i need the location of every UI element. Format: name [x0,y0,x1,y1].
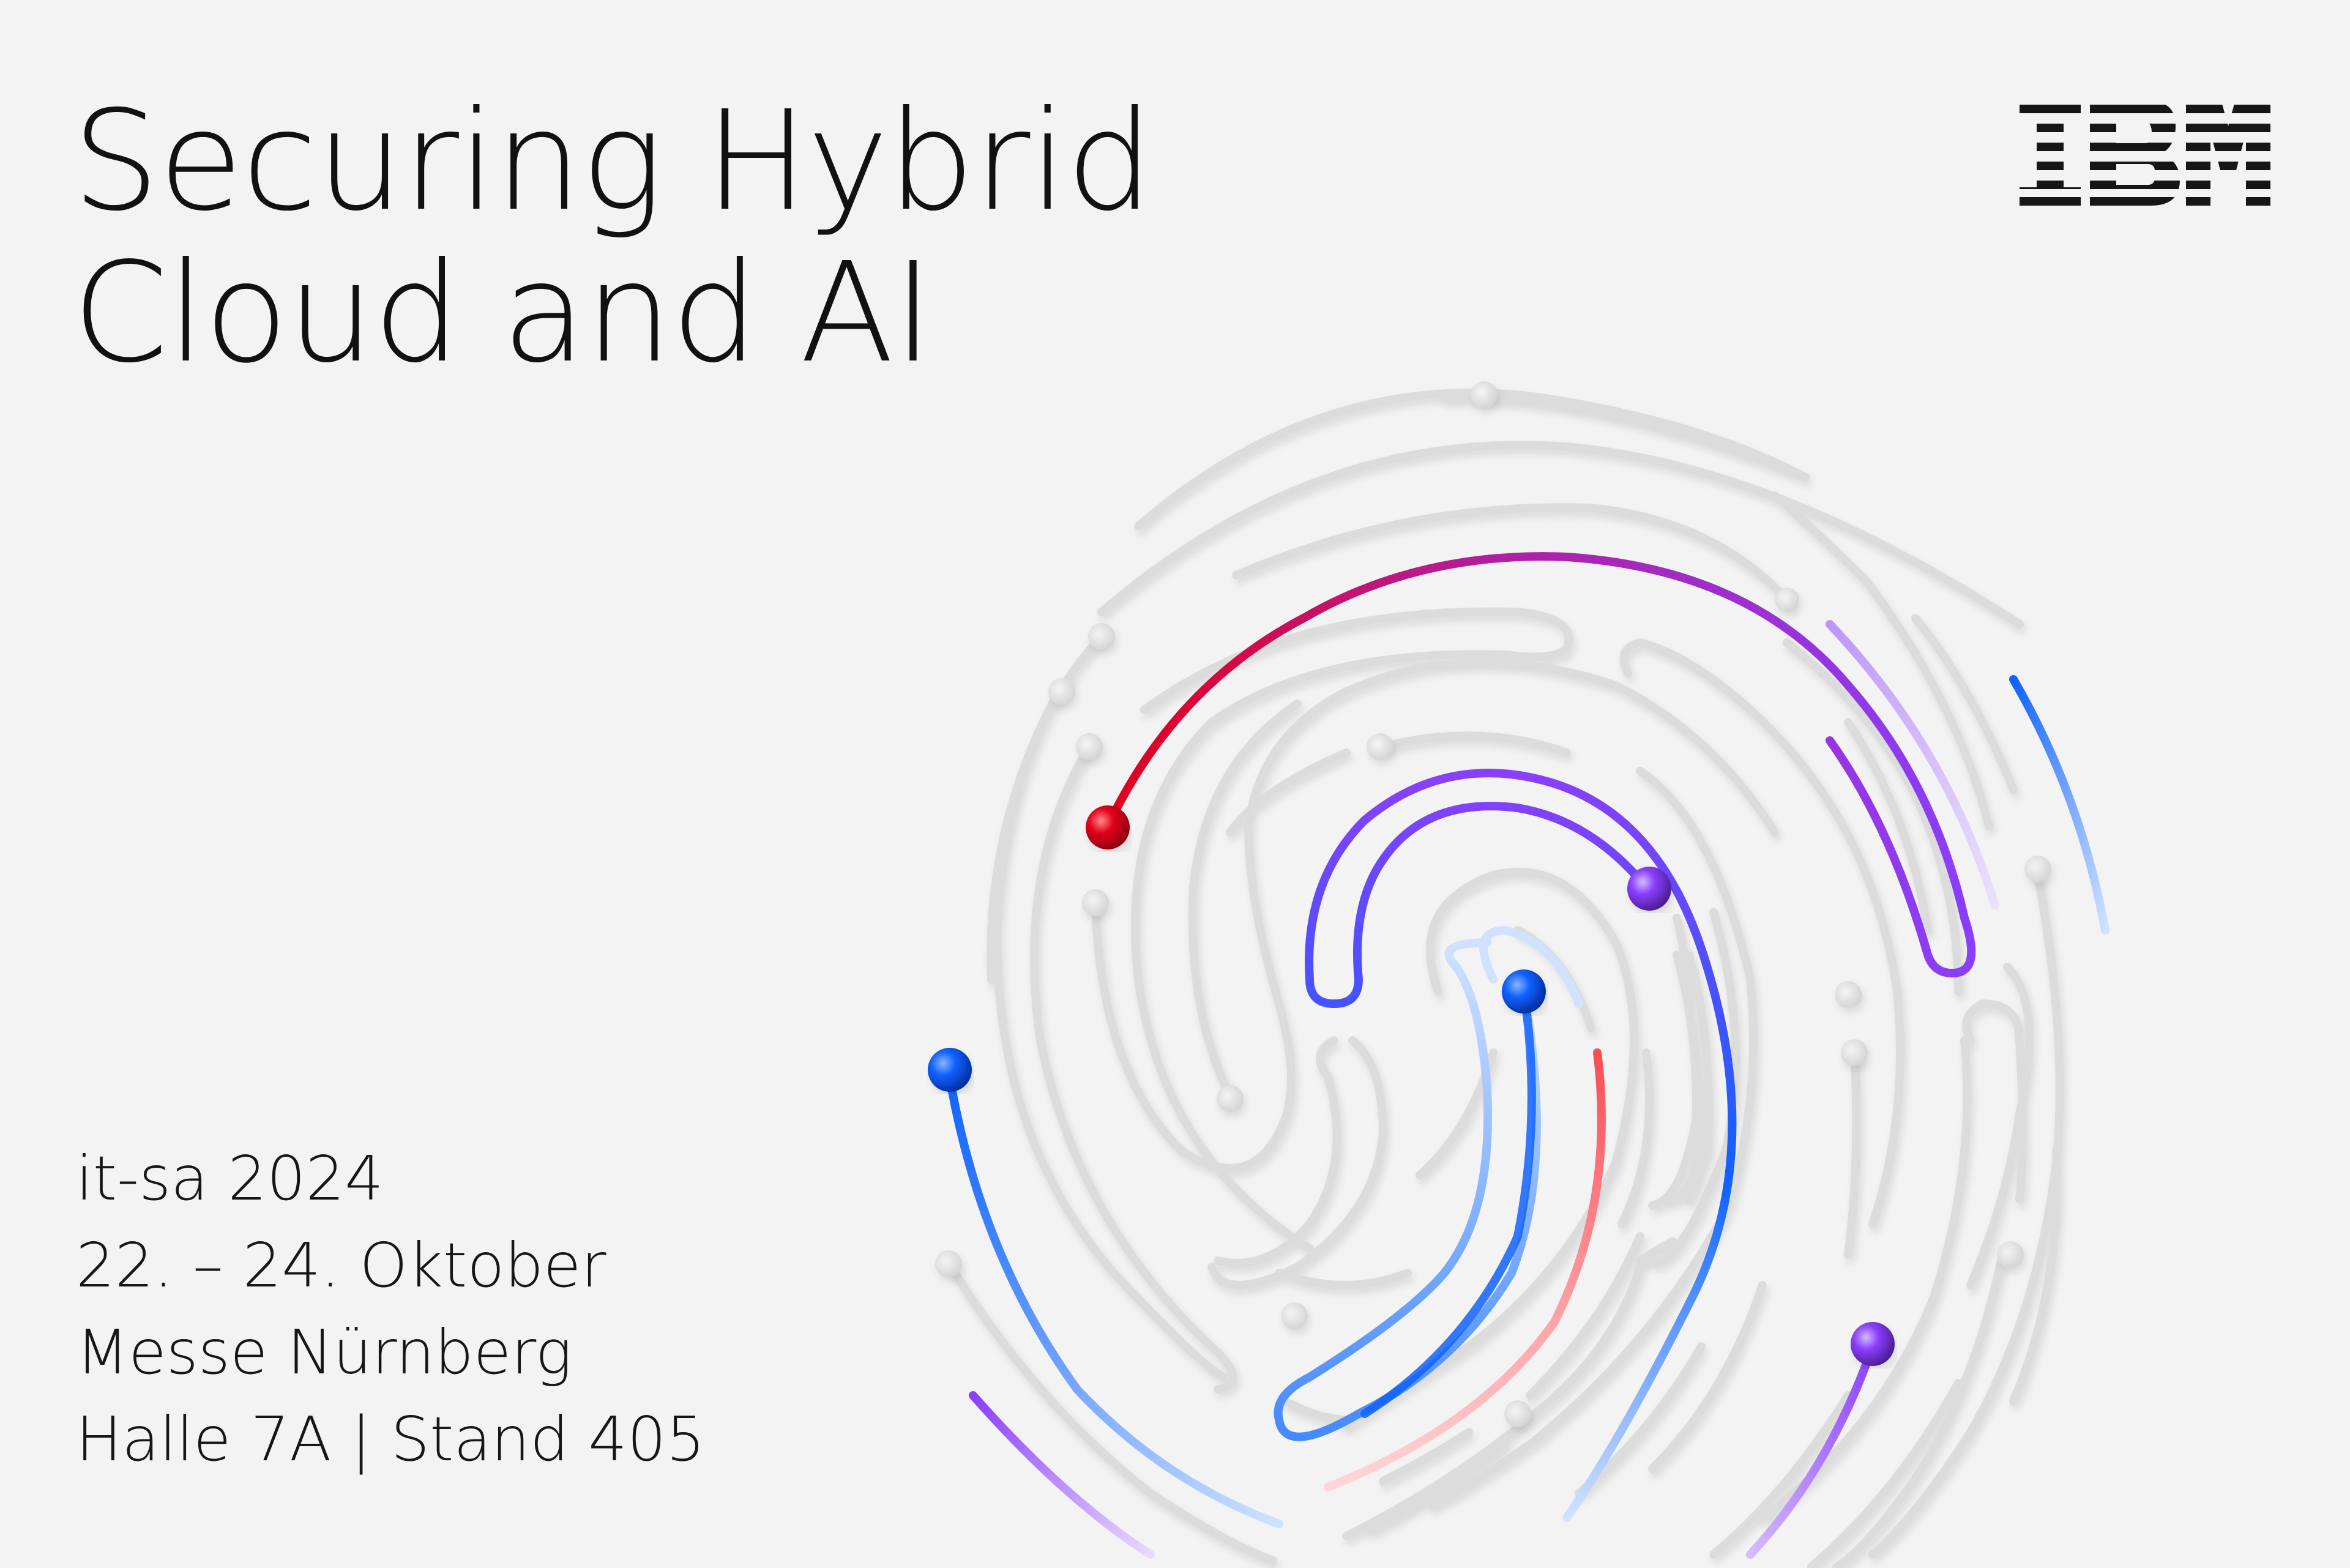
fingerprint-accents [944,552,2109,1559]
event-venue: Messe Nürnberg [76,1316,572,1388]
event-name: it-sa 2024 [76,1143,384,1214]
ridge-end-dots [935,381,2051,1427]
ibm-logo [2020,102,2270,208]
fingerprint-ridges [950,389,2064,1568]
event-location: Halle 7A | Stand 405 [76,1403,706,1475]
blue-ball-icon [1502,969,1546,1014]
headline: Securing Hybrid Cloud and AI [72,81,1154,394]
highlight-balls [928,805,1895,1366]
red-ball-icon [1086,805,1130,849]
purple-ball-icon [1627,867,1671,911]
purple-ball-icon-lower [1851,1322,1895,1366]
headline-line-2: Cloud and AI [72,233,933,394]
blue-ball-icon-left [928,1048,972,1092]
ibm-logo-icon [2020,102,2270,206]
event-dates: 22. – 24. Oktober [76,1230,606,1301]
headline-line-1: Securing Hybrid [72,81,1154,242]
event-details: it-sa 2024 22. – 24. Oktober Messe Nürnb… [76,1135,705,1483]
